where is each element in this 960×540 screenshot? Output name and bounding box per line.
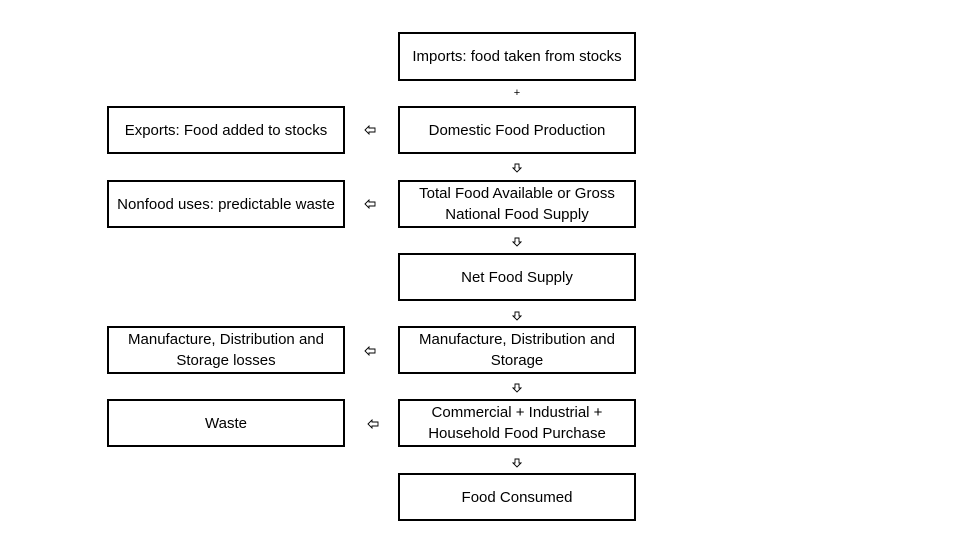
down-arrow-icon <box>510 382 524 394</box>
manufacture-distribution-storage-box: Manufacture, Distribution and Storage <box>398 326 636 374</box>
total-food-available-label: Total Food Available or Gross National F… <box>419 185 615 223</box>
left-arrow-icon <box>363 345 377 357</box>
food-consumed-label: Food Consumed <box>461 488 573 506</box>
nonfood-uses-box: Nonfood uses: predictable waste <box>107 180 345 228</box>
imports-label: Imports: food taken from stocks <box>412 48 622 65</box>
plus-label: + <box>513 87 521 99</box>
food-consumed-box: Food Consumed <box>398 473 636 521</box>
left-arrow-icon <box>363 198 377 210</box>
left-arrow-icon <box>363 124 377 136</box>
down-arrow-icon <box>510 162 524 174</box>
imports-box: Imports: food taken from stocks <box>398 32 636 81</box>
down-arrow-icon <box>510 457 524 469</box>
exports-label: Exports: Food added to stocks <box>124 121 328 139</box>
domestic-production-box: Domestic Food Production <box>398 106 636 154</box>
nonfood-uses-label: Nonfood uses: predictable waste <box>117 195 335 213</box>
waste-box: Waste <box>107 399 345 447</box>
food-purchase-box: Commercial + Industrial + Household Food… <box>398 399 636 447</box>
total-food-available-box: Total Food Available or Gross National F… <box>398 180 636 228</box>
storage-losses-label: Manufacture, Distribution and Storage lo… <box>128 331 324 369</box>
exports-box: Exports: Food added to stocks <box>107 106 345 154</box>
domestic-production-label: Domestic Food Production <box>428 121 606 139</box>
food-purchase-label: Commercial + Industrial + Household Food… <box>428 404 606 442</box>
plus-sign: + <box>510 87 524 99</box>
waste-label: Waste <box>205 414 247 432</box>
net-food-supply-box: Net Food Supply <box>398 253 636 301</box>
storage-losses-box: Manufacture, Distribution and Storage lo… <box>107 326 345 374</box>
down-arrow-icon <box>510 310 524 322</box>
down-arrow-icon <box>510 236 524 248</box>
left-arrow-icon <box>366 418 380 430</box>
net-food-supply-label: Net Food Supply <box>461 268 573 286</box>
manufacture-distribution-storage-label: Manufacture, Distribution and Storage <box>419 331 615 369</box>
